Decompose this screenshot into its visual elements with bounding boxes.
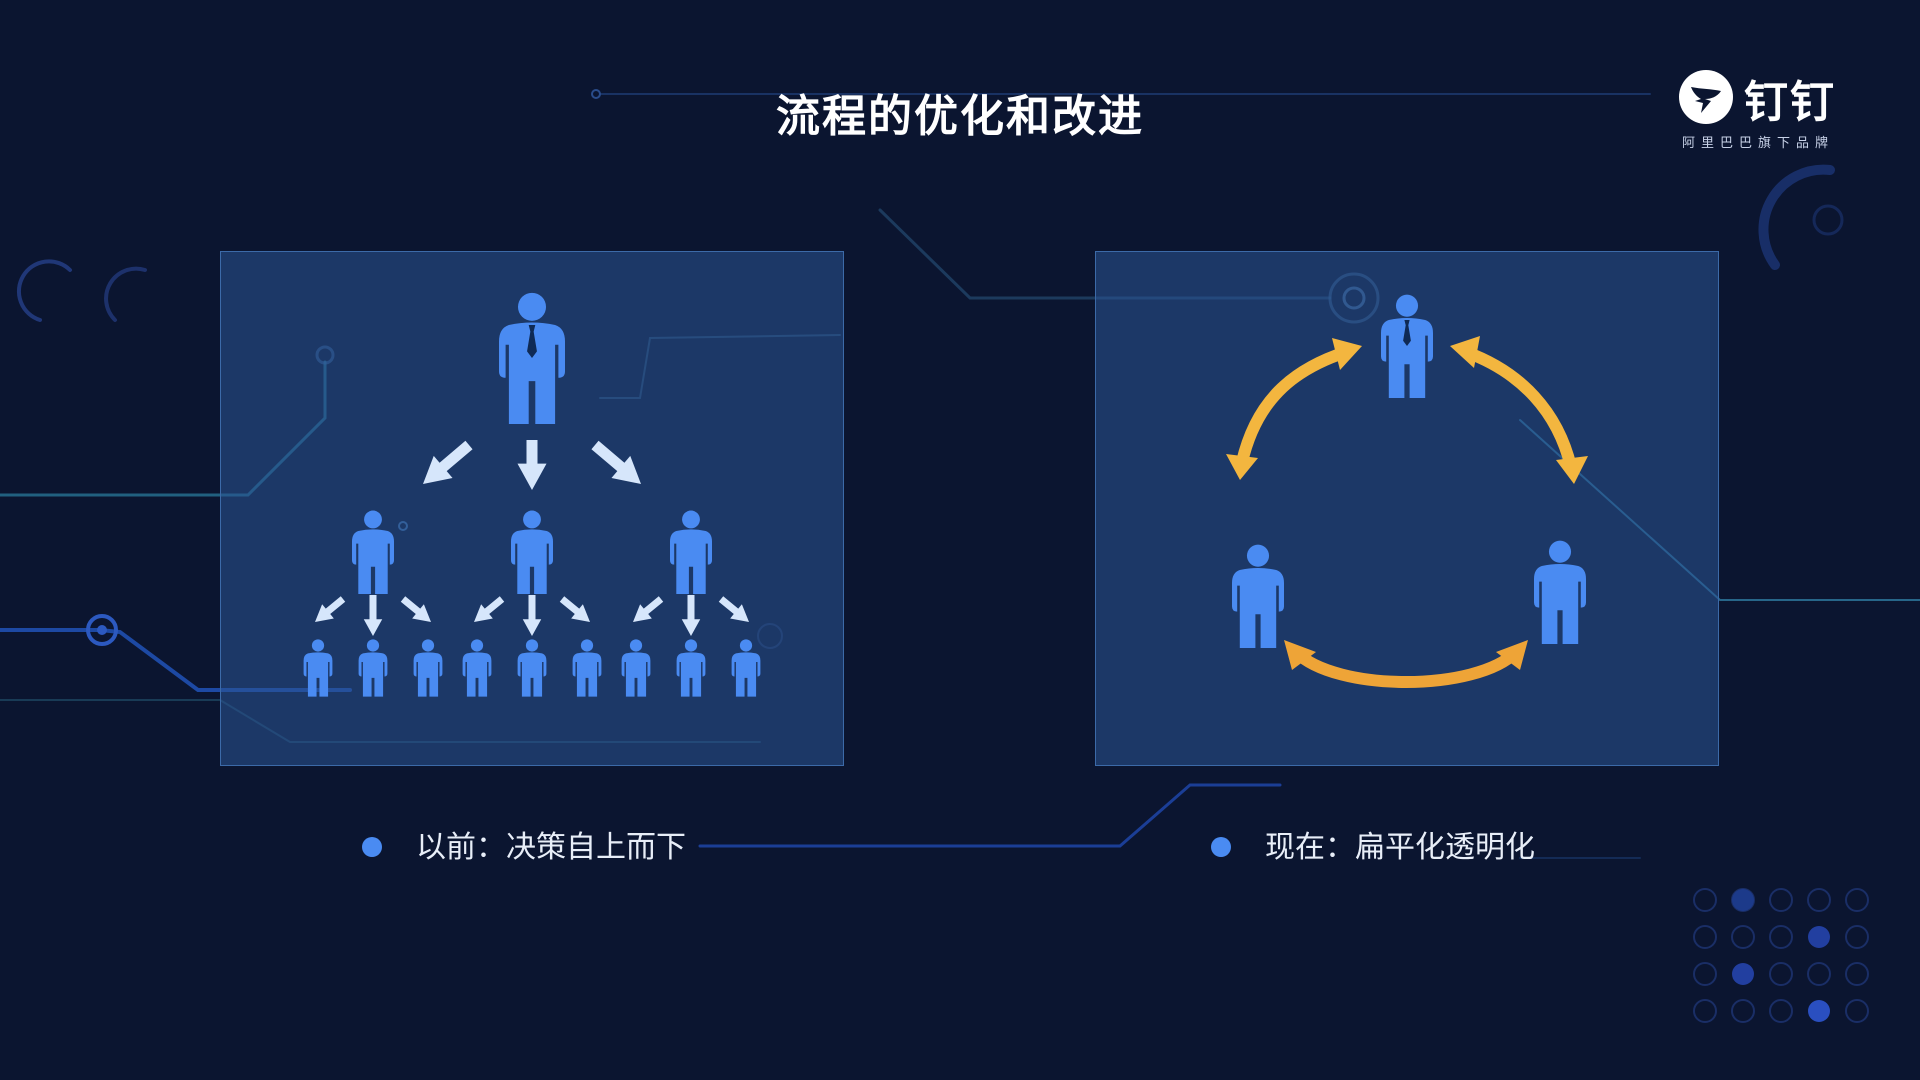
person-bottom-1 [303, 639, 333, 697]
bullet-dot [362, 836, 382, 857]
cycle-arrow-top-right [1450, 336, 1588, 484]
caption-before-text: 以前：决策自上而下 [416, 830, 686, 865]
dot-grid-decoration [1693, 888, 1869, 1023]
arrow-small-down [681, 595, 701, 636]
arrow-small-down-left [633, 596, 664, 623]
cycle-diagram [1226, 294, 1588, 688]
arrow-small-down-left [474, 596, 505, 623]
arrow-small-down-right [400, 596, 431, 622]
arrow-small-down-right [559, 596, 590, 622]
cycle-arrow-top-left [1226, 338, 1362, 480]
brand-name: 钉钉 [1744, 77, 1836, 128]
arrow-small-down-left [315, 596, 346, 623]
arrow-small-down-right [718, 596, 749, 622]
person-middle-3 [670, 510, 712, 594]
arrow-down-right [591, 440, 641, 485]
person-bottom-3 [413, 639, 443, 697]
panel-after-flat [1095, 251, 1719, 766]
arrow-down-left [422, 440, 473, 484]
caption-before: 以前：决策自上而下 [362, 822, 686, 866]
arrow-small-down [522, 595, 542, 636]
brand-subtitle: 阿里巴巴旗下品牌 [1682, 136, 1835, 151]
arrow-small-down [363, 595, 383, 636]
bullet-dot [1211, 836, 1231, 857]
dingtalk-wing-icon [1679, 70, 1733, 124]
panel-before-hierarchy [220, 251, 844, 766]
person-cycle-left [1232, 544, 1284, 648]
person-top-manager [499, 292, 565, 424]
person-bottom-6 [572, 639, 602, 697]
person-middle-2 [511, 510, 553, 594]
person-cycle-right [1534, 540, 1586, 644]
arrow-down [517, 440, 547, 490]
brand-logo: 钉钉 阿里巴巴旗下品牌 [1676, 66, 1836, 156]
slide-title: 流程的优化和改进 [776, 91, 1144, 142]
person-bottom-8 [676, 639, 706, 697]
person-bottom-4 [462, 639, 492, 697]
caption-after: 现在：扁平化透明化 [1211, 822, 1535, 866]
person-bottom-9 [731, 639, 761, 697]
person-cycle-top [1381, 294, 1433, 398]
person-bottom-5 [517, 639, 547, 697]
caption-after-text: 现在：扁平化透明化 [1265, 830, 1535, 865]
person-middle-1 [352, 510, 394, 594]
person-bottom-2 [358, 639, 388, 697]
person-bottom-7 [621, 639, 651, 697]
hierarchy-diagram [303, 292, 761, 697]
cycle-arrow-bottom [1284, 640, 1528, 688]
